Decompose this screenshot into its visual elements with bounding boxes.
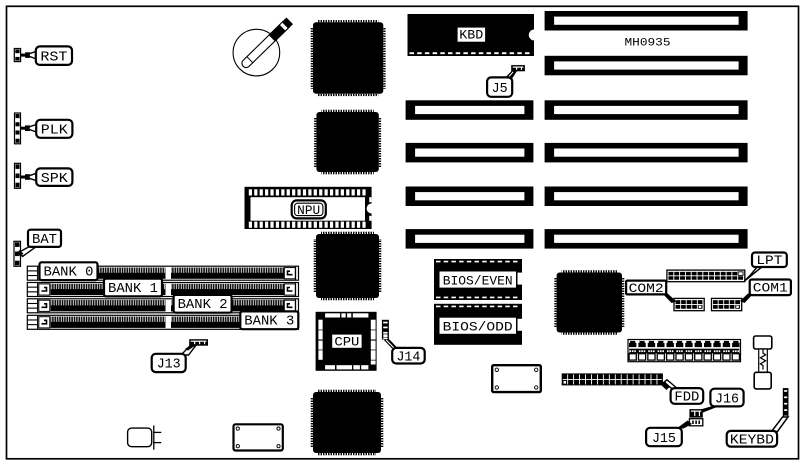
svg-text:BANK 3: BANK 3 <box>244 315 294 330</box>
svg-text:J13: J13 <box>157 357 181 373</box>
svg-text:BAT: BAT <box>32 232 57 248</box>
svg-text:SPK: SPK <box>41 171 69 187</box>
svg-text:RST: RST <box>40 49 67 65</box>
svg-text:J16: J16 <box>715 391 739 407</box>
svg-text:PLK: PLK <box>41 123 69 139</box>
svg-text:J15: J15 <box>652 431 676 447</box>
svg-text:NPU: NPU <box>297 204 320 218</box>
svg-text:BIOS/ODD: BIOS/ODD <box>443 320 513 335</box>
svg-text:COM1: COM1 <box>753 281 788 296</box>
svg-text:KEYBD: KEYBD <box>730 433 774 449</box>
svg-text:BANK 2: BANK 2 <box>178 298 228 313</box>
svg-text:KBD: KBD <box>459 28 483 43</box>
svg-text:BIOS/EVEN: BIOS/EVEN <box>443 274 513 289</box>
svg-text:FDD: FDD <box>674 390 699 406</box>
svg-text:LPT: LPT <box>756 253 782 268</box>
svg-text:MH0935: MH0935 <box>625 38 671 50</box>
svg-text:BANK 1: BANK 1 <box>108 282 158 297</box>
svg-text:CPU: CPU <box>334 335 359 349</box>
svg-text:J5: J5 <box>492 81 508 97</box>
svg-text:BANK 0: BANK 0 <box>44 266 94 281</box>
svg-text:COM2: COM2 <box>629 281 664 296</box>
svg-text:J14: J14 <box>396 349 420 365</box>
